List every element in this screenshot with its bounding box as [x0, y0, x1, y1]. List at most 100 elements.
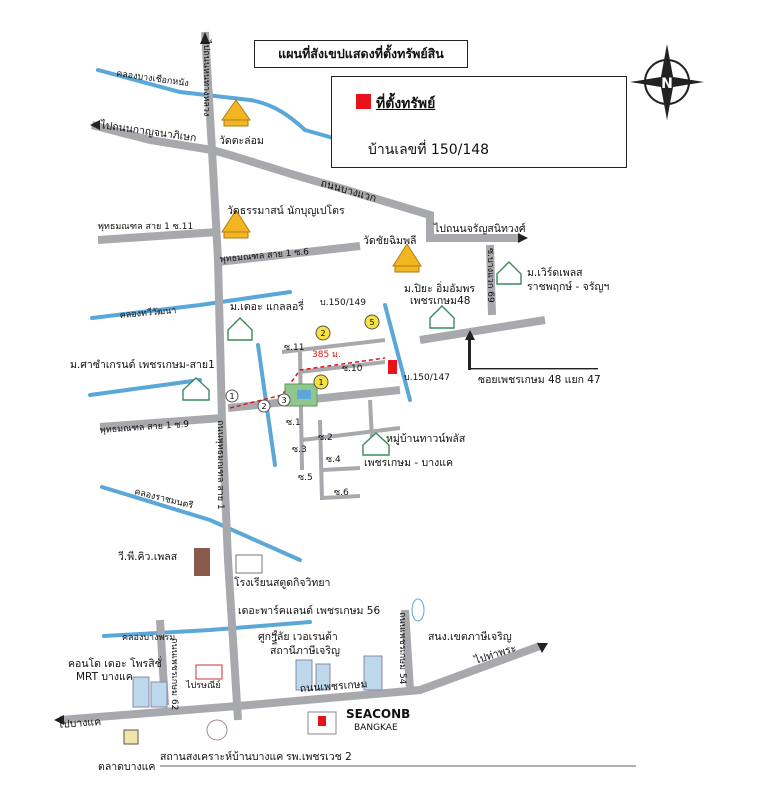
- label-canal: คลองทวีวัฒนา: [119, 305, 176, 321]
- legend-label: ที่ตั้งทรัพย์: [376, 96, 436, 112]
- building-icon: [363, 655, 383, 691]
- label-village: เพชรเกษม48: [410, 295, 470, 307]
- label-place: คอนโด เดอะ โพรสิชั่: [68, 656, 162, 670]
- svg-text:N: N: [661, 76, 673, 92]
- label-place: โรงเรียนสตูดกิจวิทยา: [234, 576, 330, 589]
- property-marker: [388, 360, 397, 374]
- label-place: ตลาดบางแค: [98, 761, 155, 773]
- svg-text:2: 2: [320, 329, 325, 338]
- label-soi: ซ.6: [334, 488, 349, 498]
- canal-mid-left: [90, 290, 292, 320]
- label-soi: ซ.2: [318, 433, 333, 443]
- label-road: ไปถนนหนทางหลวง: [201, 39, 212, 116]
- label-place: ศูกาลัย เวอเรนต้า: [258, 631, 338, 643]
- temples: [221, 99, 422, 273]
- temple-icon: [392, 243, 422, 273]
- label-soi: ซ.3: [292, 445, 307, 455]
- canal-phasi: [88, 378, 202, 397]
- label-place: สถานีภาษีเจริญ: [270, 644, 340, 657]
- legend-address: บ้านเลขที่ 150/148: [368, 142, 490, 158]
- label-place: รพ.เพชรเวช 2: [286, 751, 352, 763]
- building-icon: [315, 663, 331, 691]
- arrow-icon: [200, 32, 210, 44]
- label-canal: คลองบางพรม: [122, 633, 175, 643]
- label-road: ถนนเพชรเกษม 54: [397, 612, 407, 685]
- label-road: ไปบางแค: [56, 715, 101, 731]
- label-place: BANGKAE: [354, 723, 398, 733]
- label-plot: บ.150/149: [320, 298, 366, 308]
- road-54: [401, 609, 414, 691]
- label-road: ถนนบางแวก: [319, 177, 378, 204]
- house-icon: [496, 261, 522, 285]
- canal-rachamontri: [100, 485, 302, 562]
- arrow-icon: [90, 120, 100, 130]
- label-village: ม.เดอะ แกลลอรี่: [230, 299, 304, 313]
- district-icon: [411, 598, 425, 622]
- label-road: พุทธมณฑล สาย 1 ซ.6: [219, 247, 309, 265]
- seal-icon: [206, 719, 228, 741]
- site-roads: [281, 338, 401, 501]
- svg-text:5: 5: [369, 318, 374, 327]
- arrow-icon: [518, 233, 528, 243]
- road-soi6: [217, 242, 361, 266]
- canal-top: [96, 68, 342, 142]
- map-title: แผนที่สังเขปแสดงที่ตั้งทรัพย์สิน: [254, 40, 468, 68]
- buildings: [123, 548, 425, 745]
- label-village: ม.ปิยะ อิ่มอัมพร: [404, 281, 475, 295]
- label-road: ไปถนนจรัญสนิทวงศ์: [433, 222, 526, 235]
- label-place: SEACONB: [346, 707, 410, 721]
- label-soi: ซ.10: [342, 364, 363, 374]
- svg-text:2: 2: [261, 402, 266, 411]
- label-wat: วัดชัยฉิมพลี: [363, 234, 416, 247]
- legend-box: ที่ตั้งทรัพย์ บ้านเลขที่ 150/148: [331, 76, 627, 168]
- house-icon: [227, 317, 253, 341]
- canal-small-2: [383, 303, 412, 402]
- label-wat: วัดตะล่อม: [219, 135, 264, 147]
- label-road: ถนนเพชรเกษม 62: [169, 638, 179, 710]
- svg-text:3: 3: [281, 396, 286, 405]
- label-soi: ซ.5: [298, 473, 313, 483]
- road-phutthamonthon: [201, 31, 242, 721]
- arrows: [54, 32, 598, 725]
- label-village: ม.เวิร์ดเพลส: [527, 266, 583, 279]
- house-icon: [182, 377, 210, 401]
- label-village: ราชพฤกษ์ - จรัญฯ: [527, 280, 609, 293]
- label-road: ซอยเพชรเกษม 48 แยก 47: [478, 374, 601, 386]
- post-icon: [195, 664, 223, 680]
- building-icon: [235, 554, 263, 574]
- label-soi: ซ.1: [286, 418, 301, 428]
- compass-icon: N: [630, 44, 704, 120]
- svg-text:1: 1: [229, 392, 234, 401]
- roads: [59, 31, 546, 724]
- temple-icon: [221, 99, 251, 127]
- label-place: วี.พี.คิว.เพลส: [118, 550, 178, 563]
- label-soi: ซ.4: [326, 455, 341, 465]
- label-road: ถนนเพชรเกษม: [299, 678, 367, 695]
- road-bangwaek69: [486, 244, 496, 316]
- arrow-icon: [54, 715, 64, 725]
- road-petchkasem: [59, 642, 542, 724]
- road-soi11: [97, 228, 219, 244]
- building-icon: [194, 548, 210, 576]
- label-village: เดอะพาร์คแลนด์ เพชรเกษม 56: [238, 604, 380, 617]
- building-icon: [295, 659, 313, 691]
- house-icon: [429, 305, 455, 329]
- road-kanchanaphisek: [90, 121, 213, 154]
- label-village: หมู่บ้านทาวน์พลัส: [386, 432, 466, 445]
- temple-icon: [221, 209, 251, 239]
- building-icon: [132, 676, 150, 708]
- arrow-icon: [465, 330, 475, 340]
- building-icon: [123, 729, 139, 745]
- label-plot: บ.150/147: [404, 373, 450, 383]
- road-bangwaek: [210, 146, 520, 242]
- label-village: เพชรเกษม - บางแค: [364, 457, 453, 469]
- label-soi: ซ.11: [284, 343, 304, 353]
- road-soi47: [419, 316, 546, 344]
- label-road: ซ.พ: [269, 630, 279, 645]
- house-icon: [362, 432, 390, 456]
- arrow-icon: [537, 643, 548, 653]
- building-icon: [150, 681, 168, 708]
- label-road: พุทธมณฑล สาย 1 ซ.11: [98, 222, 193, 232]
- label-place: ไปรษณีย์: [185, 679, 221, 691]
